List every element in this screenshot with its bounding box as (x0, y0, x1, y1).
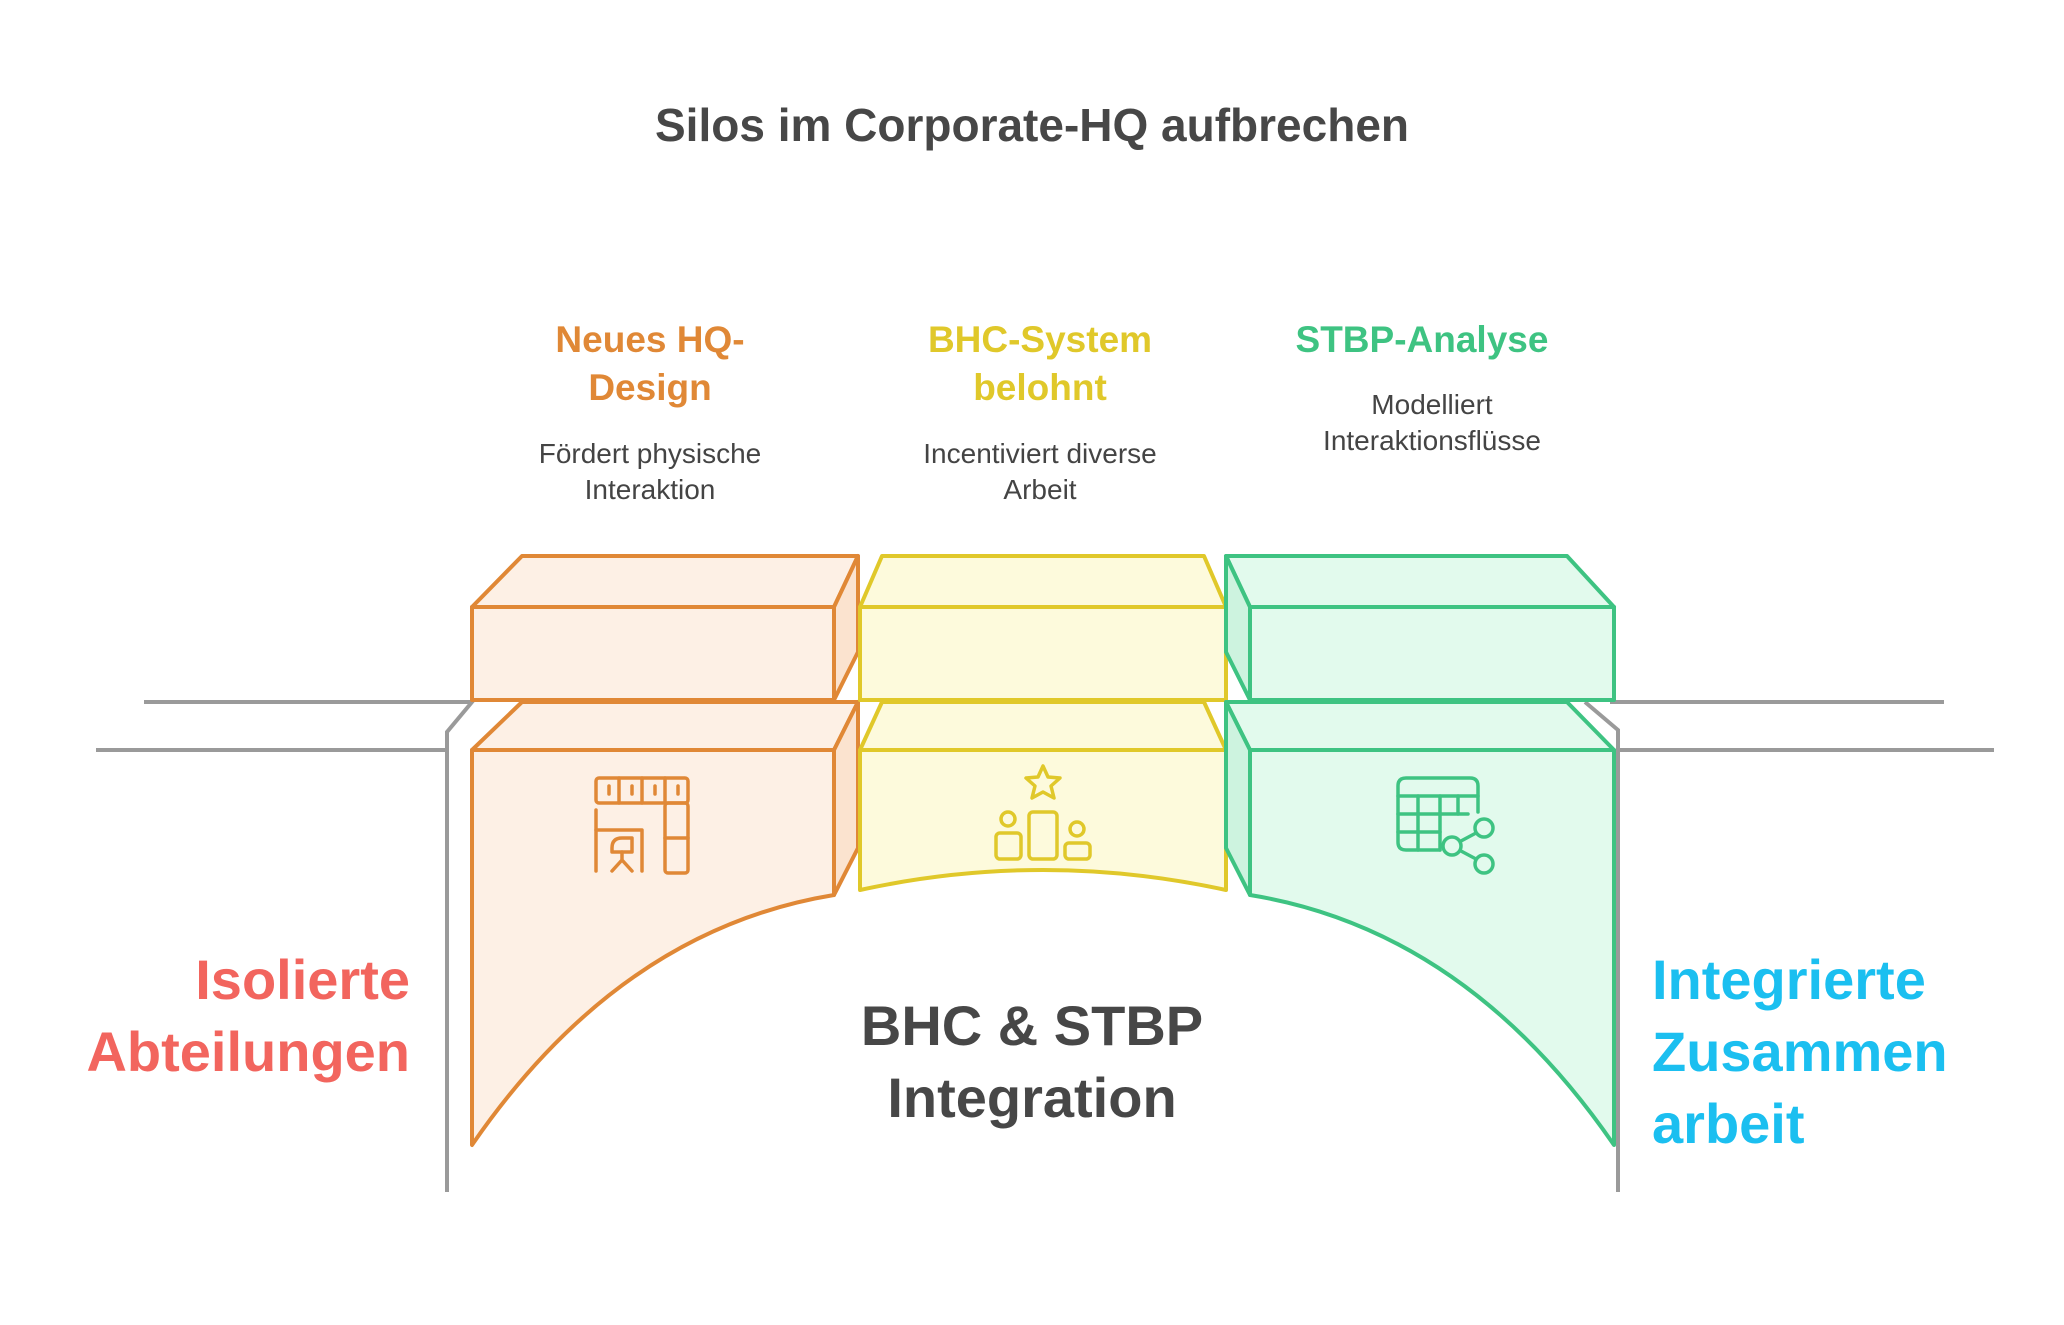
end-state-label: Integrierte Zusammen arbeit (1652, 948, 1948, 1155)
block-stbp-analysis-lower-top (1224, 700, 1616, 752)
block-hq-design-top-face (470, 554, 860, 609)
block-hq-design-front-face (470, 605, 836, 702)
block-stbp-analysis-front-face (1248, 605, 1616, 702)
block-hq-design (470, 554, 860, 1147)
column-heading-stbp-analysis: STBP-Analyse (1295, 319, 1549, 360)
block-stbp-analysis (1224, 554, 1616, 1147)
block-bhc-system-lower-top (858, 700, 1228, 752)
block-bhc-system-front-face (858, 605, 1228, 702)
column-heading-bhc-system: BHC-System belohnt (927, 319, 1153, 408)
start-state-label: Isolierte Abteilungen (86, 948, 410, 1083)
column-description-bhc-system: Incentiviert diverse Arbeit (923, 438, 1157, 505)
ground-lower-right (1583, 700, 1994, 1192)
block-bhc-system-top-face (858, 554, 1228, 609)
diagram-title: Silos im Corporate-HQ aufbrechen (654, 99, 1409, 151)
block-hq-design-lower-top (470, 700, 860, 752)
podium-star-icon (994, 764, 1092, 861)
bridge-center-label: BHC & STBP Integration (860, 994, 1204, 1129)
block-stbp-analysis-top-face (1224, 554, 1616, 609)
block-hq-design-pier (470, 748, 836, 1147)
column-description-stbp-analysis: Modelliert Interaktionsflüsse (1323, 389, 1541, 456)
column-description-hq-design: Fördert physische Interaktion (538, 438, 762, 505)
table-share-icon (1396, 776, 1495, 875)
office-layout-icon (594, 776, 690, 875)
block-stbp-analysis-pier (1248, 748, 1616, 1147)
column-heading-hq-design: Neues HQ-Design (555, 319, 745, 408)
ground-upper-left (144, 700, 477, 1192)
block-bhc-system-keystone (858, 748, 1228, 892)
ground-lines (96, 700, 1994, 1192)
block-bhc-system (858, 554, 1228, 892)
